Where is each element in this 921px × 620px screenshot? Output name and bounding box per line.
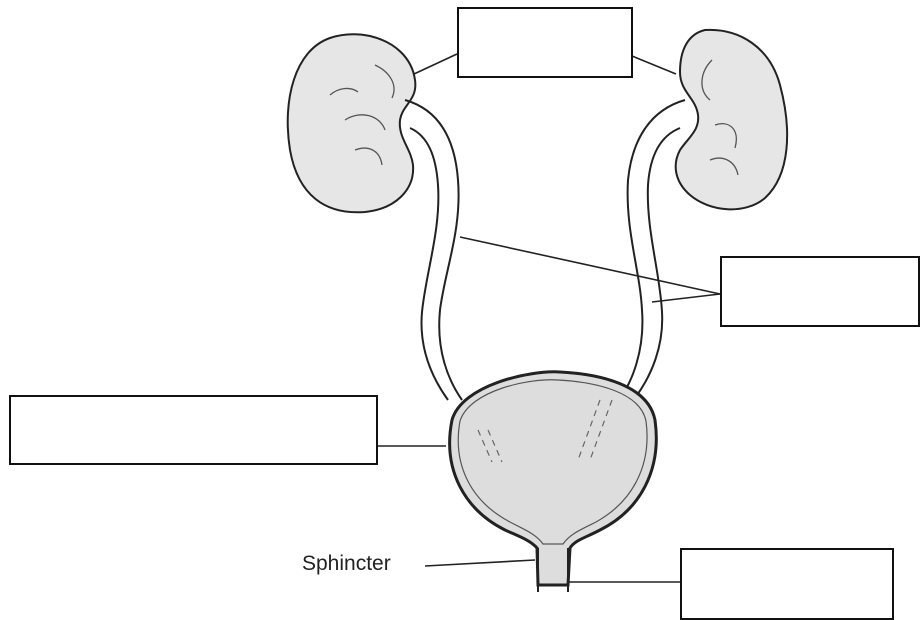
leader-ureter-left	[460, 237, 720, 294]
leader-kidney-right	[632, 56, 676, 74]
right-ureter	[620, 100, 685, 398]
leader-kidney-left	[414, 54, 457, 74]
sphincter-label: Sphincter	[302, 552, 391, 576]
label-box-kidneys[interactable]	[457, 7, 633, 78]
leader-ureter-right	[652, 294, 720, 302]
urinary-bladder	[450, 372, 657, 585]
label-box-ureters[interactable]	[720, 256, 920, 327]
label-box-urethra[interactable]	[680, 548, 894, 620]
left-kidney	[288, 34, 416, 212]
right-kidney	[676, 30, 787, 209]
label-box-bladder[interactable]	[9, 395, 378, 465]
left-ureter	[405, 100, 462, 400]
leader-sphincter	[425, 560, 535, 566]
